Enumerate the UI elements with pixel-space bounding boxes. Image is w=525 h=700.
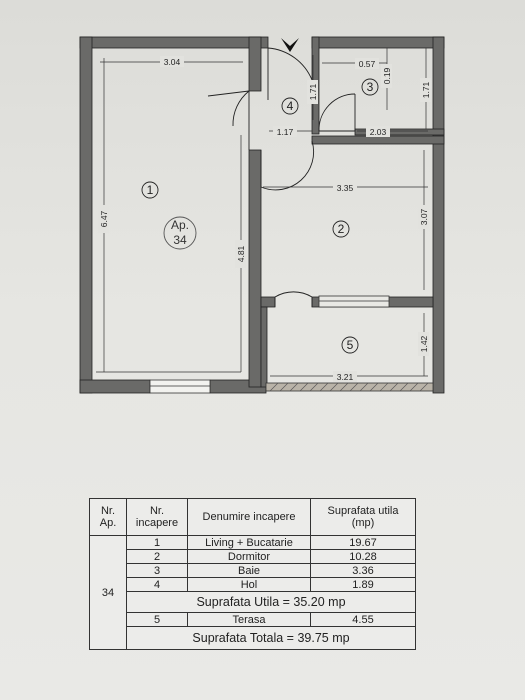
table-row: 2 Dormitor 10.28	[90, 549, 416, 564]
dim-baie-height: 1.71	[421, 81, 431, 98]
apartment-label-prefix: Ap.	[171, 218, 189, 232]
windows	[149, 295, 390, 394]
table-row: 4 Hol 1.89	[90, 577, 416, 592]
header-denumire: Denumire incapere	[187, 498, 311, 536]
room-5-number: 5	[347, 338, 354, 352]
terasa-name: Terasa	[187, 612, 311, 627]
dim-living-length: 6.47	[99, 210, 109, 227]
suprafata-totala: Suprafata Totala = 39.75 mp	[126, 626, 416, 650]
row-nr: 4	[126, 577, 188, 592]
table-row: 34 1 Living + Bucatarie 19.67	[89, 535, 416, 650]
row-nr: 3	[126, 563, 188, 578]
table-row: 5 Terasa 4.55	[90, 612, 416, 627]
row-area: 10.28	[310, 549, 416, 564]
dim-dormitor-length: 3.07	[419, 208, 429, 225]
dim-living-inner: 4.81	[236, 245, 246, 262]
area-table: Nr. Ap. Nr. incapere Denumire incapere S…	[89, 498, 416, 650]
table-row: 3 Baie 3.36	[90, 563, 416, 578]
header-nr-ap: Nr. Ap.	[89, 498, 127, 536]
row-name: Baie	[187, 563, 311, 578]
apartment-number: 34	[89, 535, 127, 650]
room-3-number: 3	[367, 80, 374, 94]
row-name: Dormitor	[187, 549, 311, 564]
floor-plan: 3.04 6.47 4.81 0.57 0.19 1.71 1.71 1.17 …	[79, 36, 445, 394]
terasa-area: 4.55	[310, 612, 416, 627]
dim-hol-width: 1.17	[277, 127, 294, 137]
row-area: 3.36	[310, 563, 416, 578]
dim-baie-small: 0.19	[382, 67, 392, 84]
room-4-number: 4	[287, 99, 294, 113]
suprafata-utila-total: Suprafata Utila = 35.20 mp	[126, 591, 416, 613]
row-nr: 2	[126, 549, 188, 564]
row-nr: 1	[126, 535, 188, 550]
room-markers	[141, 78, 379, 354]
dim-dormitor-width: 3.35	[337, 183, 354, 193]
room-1-number: 1	[147, 183, 154, 197]
dimension-labels: 3.04 6.47 4.81 0.57 0.19 1.71 1.71 1.17 …	[98, 56, 431, 382]
row-area: 19.67	[310, 535, 416, 550]
dim-baie-width: 0.57	[359, 59, 376, 69]
apartment-label-number: 34	[173, 233, 187, 247]
walls	[79, 36, 445, 394]
terrace-edge	[265, 382, 434, 392]
dim-hol-height: 1.71	[308, 83, 318, 100]
row-name: Living + Bucatarie	[187, 535, 311, 550]
entrance-arrow-icon	[281, 38, 299, 52]
terasa-nr: 5	[126, 612, 188, 627]
row-name: Hol	[187, 577, 311, 592]
header-suprafata: Suprafata utila (mp)	[310, 498, 416, 536]
dim-terasa-depth: 1.42	[419, 335, 429, 352]
doors	[207, 47, 356, 307]
header-nr-incapere: Nr. incapere	[126, 498, 188, 536]
row-area: 1.89	[310, 577, 416, 592]
dim-baie-bottom-width: 2.03	[370, 127, 387, 137]
dim-terasa-width: 3.21	[337, 372, 354, 382]
room-2-number: 2	[338, 222, 345, 236]
dim-living-width: 3.04	[164, 57, 181, 67]
